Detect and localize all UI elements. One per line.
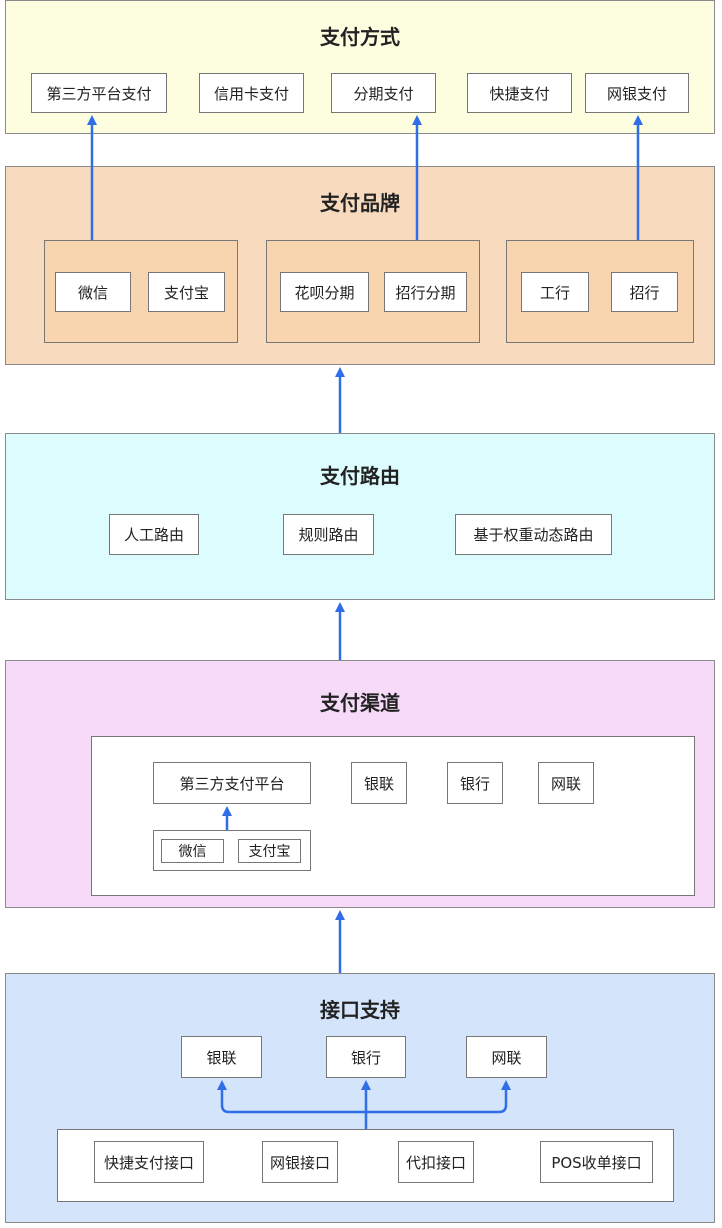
channel-netunion: 网联 bbox=[538, 762, 594, 804]
channel-sub-wechat: 微信 bbox=[161, 839, 224, 863]
pay-method-credit-card: 信用卡支付 bbox=[199, 73, 304, 113]
brand-alipay: 支付宝 bbox=[148, 272, 225, 312]
pay-method-installment: 分期支付 bbox=[331, 73, 436, 113]
interface-quick-pay: 快捷支付接口 bbox=[94, 1141, 204, 1183]
channel-container bbox=[91, 736, 695, 896]
interface-target-netunion: 网联 bbox=[466, 1036, 547, 1078]
channel-bank: 银行 bbox=[447, 762, 503, 804]
pay-brand-title: 支付品牌 bbox=[320, 191, 400, 215]
route-manual: 人工路由 bbox=[109, 514, 199, 555]
pay-method-netbank: 网银支付 bbox=[585, 73, 689, 113]
interface-pos: POS收单接口 bbox=[540, 1141, 653, 1183]
channel-third-party: 第三方支付平台 bbox=[153, 762, 311, 804]
pay-methods-title: 支付方式 bbox=[320, 25, 400, 49]
pay-route-title: 支付路由 bbox=[320, 464, 400, 488]
route-rule: 规则路由 bbox=[283, 514, 374, 555]
pay-methods-layer: 支付方式 bbox=[5, 0, 715, 134]
interface-title: 接口支持 bbox=[320, 998, 400, 1022]
brand-cmb: 招行 bbox=[611, 272, 678, 312]
interface-netbank: 网银接口 bbox=[262, 1141, 338, 1183]
brand-cmb-installment: 招行分期 bbox=[384, 272, 467, 312]
interface-target-unionpay: 银联 bbox=[181, 1036, 262, 1078]
brand-wechat: 微信 bbox=[55, 272, 131, 312]
pay-method-quick: 快捷支付 bbox=[467, 73, 572, 113]
interface-target-bank: 银行 bbox=[326, 1036, 406, 1078]
brand-huabei: 花呗分期 bbox=[280, 272, 369, 312]
interface-withhold: 代扣接口 bbox=[398, 1141, 474, 1183]
brand-icbc: 工行 bbox=[521, 272, 589, 312]
channel-sub-alipay: 支付宝 bbox=[238, 839, 301, 863]
channel-unionpay: 银联 bbox=[351, 762, 407, 804]
pay-channel-title: 支付渠道 bbox=[320, 691, 400, 715]
pay-method-third-party: 第三方平台支付 bbox=[31, 73, 167, 113]
route-weighted: 基于权重动态路由 bbox=[455, 514, 612, 555]
